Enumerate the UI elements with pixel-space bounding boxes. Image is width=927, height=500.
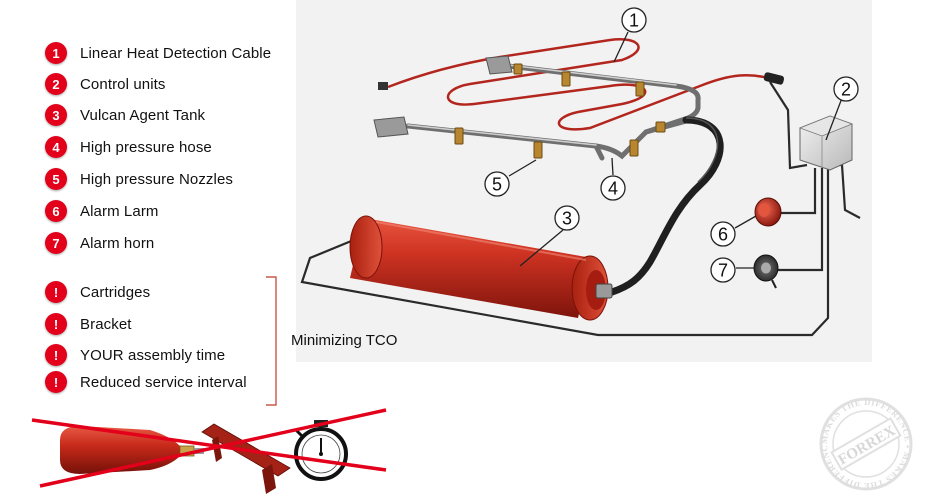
crossed-out-items: [31, 408, 387, 494]
exclamation-badge-icon: !: [45, 281, 67, 303]
tco-label: Reduced service interval: [80, 373, 247, 391]
svg-text:4: 4: [608, 179, 618, 199]
tco-heading: Minimizing TCO: [291, 332, 398, 349]
number-badge: 7: [45, 232, 67, 254]
number-badge: 2: [45, 73, 67, 95]
tco-item-cartridges: ! Cartridges: [45, 279, 150, 305]
legend-label: Control units: [80, 75, 166, 93]
callout-6: 6: [710, 221, 736, 247]
agent-tank: [349, 215, 613, 321]
legend-label: Alarm Larm: [80, 202, 159, 220]
svg-text:3: 3: [562, 209, 572, 229]
pipe-network: [405, 63, 701, 161]
cross-line-1: [31, 418, 387, 472]
legend-label: Alarm horn: [80, 234, 155, 252]
callout-leaders: [508, 31, 843, 269]
number-badge: 3: [45, 104, 67, 126]
callout-3: 3: [554, 205, 580, 231]
tco-item-service-interval: ! Reduced service interval: [45, 369, 247, 395]
legend-label: Linear Heat Detection Cable: [80, 44, 272, 62]
cable-start-plug: [378, 82, 388, 90]
svg-text:1: 1: [629, 11, 639, 31]
tco-label: Cartridges: [80, 283, 151, 301]
legend-item-6: 6 Alarm Larm: [45, 198, 159, 224]
callout-4: 4: [600, 175, 626, 201]
nozzles: [454, 63, 666, 159]
number-badge: 6: [45, 200, 67, 222]
tco-bracket: [266, 276, 277, 406]
pipe-end-blocks: [373, 55, 513, 138]
legend-item-4: 4 High pressure hose: [45, 134, 212, 160]
callout-7: 7: [710, 257, 736, 283]
legend-item-1: 1 Linear Heat Detection Cable: [45, 40, 271, 66]
svg-text:7: 7: [718, 261, 728, 281]
number-badge: 4: [45, 136, 67, 158]
exclamation-badge-icon: !: [45, 313, 67, 335]
alarm-horn: [753, 254, 779, 289]
exclamation-badge-icon: !: [45, 344, 67, 366]
legend-item-5: 5 High pressure Nozzles: [45, 166, 233, 192]
callout-1: 1: [621, 7, 647, 33]
legend-item-3: 3 Vulcan Agent Tank: [45, 102, 205, 128]
cross-line-2: [39, 408, 387, 488]
control-unit: [798, 115, 854, 171]
number-badge: 1: [45, 42, 67, 64]
exclamation-badge-icon: !: [45, 371, 67, 393]
legend-label: Vulcan Agent Tank: [80, 106, 206, 124]
legend-label: High pressure Nozzles: [80, 170, 233, 188]
high-pressure-hose: [608, 116, 724, 296]
callout-2: 2: [833, 76, 859, 102]
legend-item-7: 7 Alarm horn: [45, 230, 154, 256]
tco-item-assembly-time: ! YOUR assembly time: [45, 342, 225, 368]
tco-item-bracket: ! Bracket: [45, 311, 132, 337]
svg-text:6: 6: [718, 225, 728, 245]
callout-5: 5: [484, 171, 510, 197]
svg-text:5: 5: [492, 175, 502, 195]
svg-text:2: 2: [841, 80, 851, 100]
legend-label: High pressure hose: [80, 138, 212, 156]
legend-item-2: 2 Control units: [45, 71, 166, 97]
tco-label: YOUR assembly time: [80, 346, 226, 364]
cable-end-plug: [763, 72, 785, 85]
alarm-lamp: [754, 197, 782, 227]
callouts: 1 2 3 4 5 6 7: [484, 7, 859, 283]
tco-label: Bracket: [80, 315, 132, 333]
stopwatch-icon: [294, 420, 348, 481]
number-badge: 5: [45, 168, 67, 190]
